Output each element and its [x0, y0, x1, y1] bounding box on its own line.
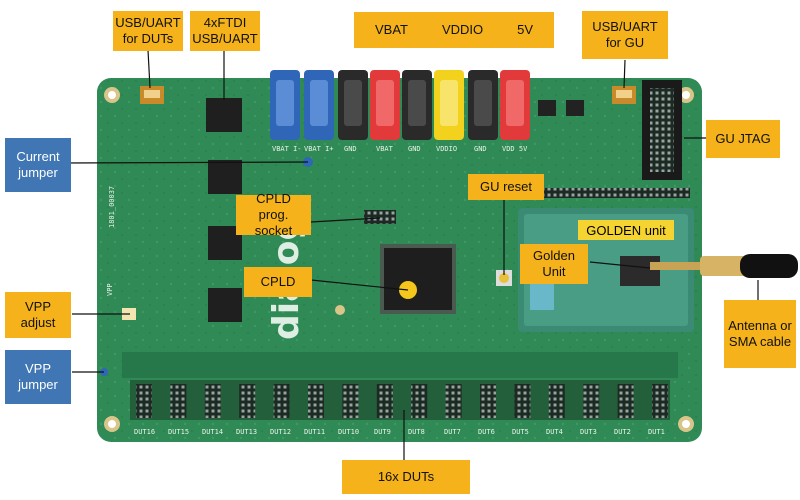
- dut-header-icon: [273, 384, 290, 418]
- leader-line: [310, 279, 409, 291]
- jtag-header-icon: [642, 80, 682, 180]
- connector-label: VDDIO: [436, 145, 457, 153]
- dut-label: DUT1: [648, 428, 665, 436]
- banana-connector-icon: [500, 70, 530, 140]
- callout-duts: 16x DUTs: [342, 460, 470, 494]
- callout-usb-uart-duts: USB/UART for DUTs: [113, 11, 183, 51]
- usb-connector-icon: [612, 86, 636, 104]
- dut-header-icon: [170, 384, 187, 418]
- ftdi-chip-icon: [208, 160, 242, 194]
- dut-header-icon: [617, 384, 634, 418]
- mounting-hole: [108, 420, 116, 428]
- dut-header-icon: [411, 384, 428, 418]
- vpp-silk: VPP: [106, 283, 114, 296]
- dut-header-icon: [376, 384, 393, 418]
- gu-reset-button-icon: [496, 270, 512, 286]
- dut-header-icon: [583, 384, 600, 418]
- mounting-hole: [682, 420, 690, 428]
- callout-usb-uart-gu: USB/UART for GU: [582, 11, 668, 59]
- callout-gu-reset: GU reset: [468, 174, 544, 200]
- callout-antenna: Antenna or SMA cable: [724, 300, 796, 368]
- dut-label: DUT14: [202, 428, 223, 436]
- leader-line: [63, 161, 309, 164]
- connector-label: VDD 5V: [502, 145, 528, 153]
- callout-golden-unit: Golden Unit: [520, 244, 588, 284]
- callout-vddio: VDDIO: [441, 21, 484, 37]
- antenna-icon: [650, 254, 798, 278]
- dut-label: DUT5: [512, 428, 529, 436]
- regulator-chip: [538, 100, 556, 116]
- connector-label: GND: [474, 145, 487, 153]
- connector-label: VBAT: [376, 145, 394, 153]
- dut-label: DUT8: [408, 428, 425, 436]
- dut-label: DUT11: [304, 428, 325, 436]
- dut-label: DUT7: [444, 428, 461, 436]
- mounting-hole: [682, 91, 690, 99]
- ftdi-chip-icon: [208, 288, 242, 322]
- callout-power-group: VBAT VDDIO 5V: [354, 12, 554, 48]
- pin-header: [540, 188, 690, 198]
- callout-vbat: VBAT: [374, 21, 408, 37]
- callout-vpp-adjust: VPP adjust: [5, 292, 71, 338]
- dut-label: DUT12: [270, 428, 291, 436]
- dut-header-icon: [308, 384, 324, 418]
- ftdi-chip-icon: [206, 98, 242, 132]
- connector-label: VBAT I-: [272, 145, 302, 153]
- leader-line: [589, 261, 651, 269]
- dut-header-icon: [514, 384, 531, 418]
- banana-connector-icon: [370, 70, 400, 140]
- regulator-chip: [566, 100, 584, 116]
- dut-label: DUT13: [236, 428, 257, 436]
- leader-line: [147, 49, 151, 89]
- mounting-hole: [108, 91, 116, 99]
- callout-cpld: CPLD: [244, 267, 312, 297]
- leader-line: [623, 59, 626, 89]
- dut-label: DUT16: [134, 428, 155, 436]
- callout-gu-jtag: GU JTAG: [706, 120, 780, 158]
- callout-ftdi: 4xFTDI USB/UART: [190, 11, 260, 51]
- banana-connector-icon: [468, 70, 498, 140]
- dut-header-icon: [480, 384, 496, 418]
- cpld-prog-socket-icon: [364, 210, 396, 224]
- dut-header-icon: [548, 384, 565, 418]
- dut-label: DUT10: [338, 428, 359, 436]
- banana-connector-icon: [402, 70, 432, 140]
- usb-connector-icon: [140, 86, 164, 104]
- serial-text: 1801_00037: [108, 186, 116, 228]
- connector-label: GND: [344, 145, 357, 153]
- dut-header-icon: [204, 384, 221, 418]
- mounting-hole: [335, 305, 345, 315]
- dut-label: DUT2: [614, 428, 631, 436]
- dut-label: DUT3: [580, 428, 597, 436]
- golden-unit-board-label: GOLDEN unit: [578, 220, 674, 240]
- banana-connector-icon: [270, 70, 300, 140]
- banana-connector-icon: [304, 70, 334, 140]
- dut-header-icon: [239, 384, 256, 418]
- cpld-chip-icon: [380, 244, 456, 314]
- leader-line: [310, 217, 381, 223]
- dut-label: DUT4: [546, 428, 563, 436]
- banana-connector-icon: [338, 70, 368, 140]
- dut-header-icon: [652, 384, 668, 418]
- connector-label: GND: [408, 145, 421, 153]
- dut-header-icon: [136, 384, 152, 418]
- callout-5v: 5V: [517, 21, 533, 37]
- dut-header-icon: [445, 384, 462, 418]
- leader-lines: [63, 49, 759, 462]
- banana-connector-icon: [434, 70, 464, 140]
- callout-current-jumper: Current jumper: [5, 138, 71, 192]
- callout-cpld-prog-socket: CPLD prog. socket: [236, 191, 311, 238]
- callout-vpp-jumper: VPP jumper: [5, 350, 71, 404]
- dut-strip: [122, 352, 678, 378]
- dut-header-icon: [342, 384, 359, 418]
- dut-label: DUT6: [478, 428, 495, 436]
- dut-label: DUT9: [374, 428, 391, 436]
- dut-label: DUT15: [168, 428, 189, 436]
- dut-headers: [136, 384, 668, 418]
- connector-label: VBAT I+: [304, 145, 334, 153]
